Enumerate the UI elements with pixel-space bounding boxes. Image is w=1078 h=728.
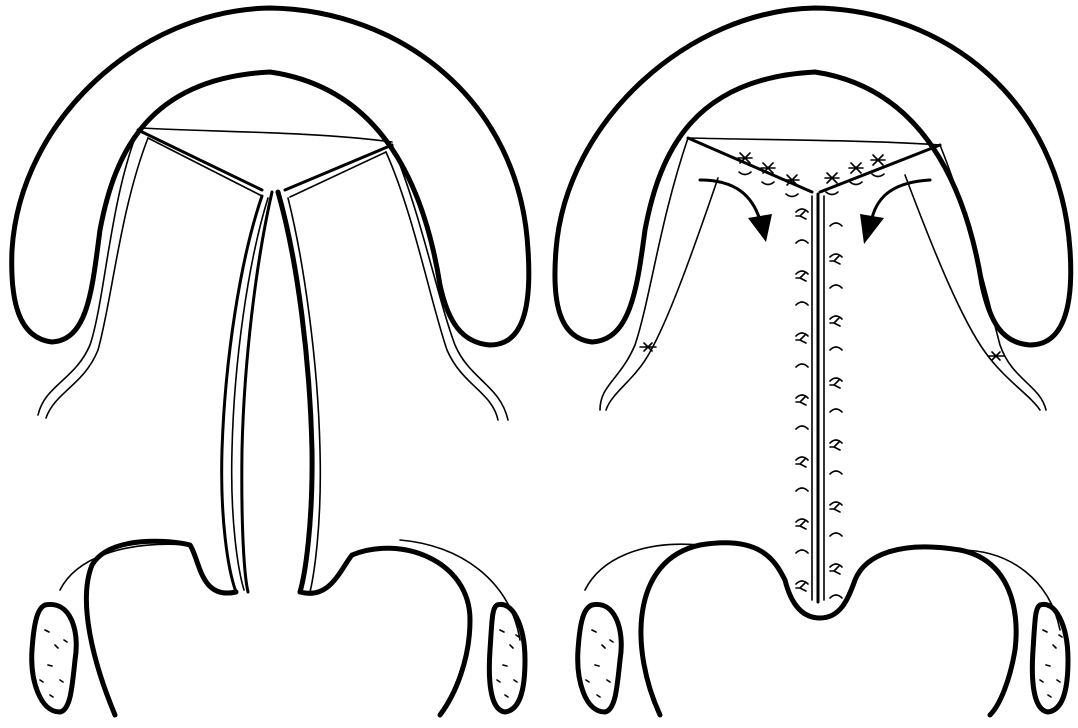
left-bone-speckles bbox=[40, 630, 519, 697]
suture-stitch-left bbox=[796, 240, 808, 243]
suture-stitch-right bbox=[830, 285, 842, 288]
suture-stitch-left bbox=[796, 519, 808, 522]
left-outer-arch bbox=[12, 8, 529, 345]
left-side-strand-a bbox=[38, 130, 138, 415]
right-outer-arch bbox=[555, 8, 1071, 345]
right-left-side-strand-b bbox=[606, 178, 718, 410]
suture-stitch-right bbox=[830, 378, 842, 381]
suture-stitch-right bbox=[830, 223, 842, 226]
roof-suture-arc bbox=[786, 194, 798, 197]
suture-stitch-left bbox=[796, 209, 808, 212]
suture-stitch-right bbox=[830, 347, 842, 350]
left-flap-left-edge bbox=[138, 130, 262, 190]
suture-stitch-right bbox=[830, 533, 842, 536]
left-flap-left-edge-inner bbox=[148, 138, 262, 196]
suture-stitch-left bbox=[796, 581, 808, 584]
left-flap-top bbox=[140, 128, 392, 142]
right-bone-speckles bbox=[586, 630, 1062, 697]
right-left-side-strand-a bbox=[600, 138, 688, 410]
left-lower-right-lobe bbox=[300, 548, 470, 715]
suture-knot bbox=[830, 380, 840, 388]
suture-stitch-left bbox=[796, 488, 808, 491]
left-bone-left bbox=[32, 604, 77, 712]
suture-stitch-right bbox=[830, 564, 842, 567]
right-lower-shape bbox=[641, 543, 1016, 715]
suture-knot bbox=[830, 504, 840, 512]
left-lower-left-lobe bbox=[86, 541, 236, 715]
left-lower-left-outer bbox=[60, 544, 190, 590]
suture-stitch-right bbox=[830, 595, 842, 598]
left-central-flap-right bbox=[278, 192, 312, 592]
suture-stitch-left bbox=[796, 333, 808, 336]
suture-stitch-right bbox=[830, 471, 842, 474]
roof-suture-arc bbox=[826, 192, 838, 195]
suture-knot bbox=[830, 256, 840, 264]
roof-suture-stitch bbox=[871, 155, 885, 165]
suture-knot bbox=[830, 318, 840, 326]
suture-stitch-left bbox=[796, 550, 808, 553]
suture-stitch-left bbox=[796, 457, 808, 460]
left-central-flap-left-inner bbox=[232, 198, 268, 590]
suture-stitch-right bbox=[830, 316, 842, 319]
suture-knot bbox=[796, 211, 806, 219]
suture-stitch-right bbox=[830, 440, 842, 443]
right-side-strand-a bbox=[392, 145, 508, 420]
suture-knot bbox=[796, 521, 806, 529]
right-panel bbox=[555, 8, 1071, 715]
right-flap-right-edge bbox=[820, 145, 940, 192]
roof-suture-arc bbox=[872, 174, 884, 177]
left-flap-right-edge-inner bbox=[290, 152, 386, 197]
suture-stitch-left bbox=[796, 302, 808, 305]
suture-stitch-left bbox=[796, 364, 808, 367]
suture-stitch-left bbox=[796, 271, 808, 274]
roof-suture-arc bbox=[850, 182, 862, 185]
suture-knot bbox=[796, 583, 806, 591]
suture-knot bbox=[796, 459, 806, 467]
suture-stitch-right bbox=[830, 254, 842, 257]
left-panel bbox=[12, 8, 529, 715]
roof-suture-stitch bbox=[825, 173, 839, 183]
suture-stitch-left bbox=[796, 426, 808, 429]
roof-suture-arc bbox=[739, 172, 751, 175]
left-flap-right-edge bbox=[285, 145, 392, 190]
suture-stitch-left bbox=[796, 395, 808, 398]
suture-stitch-right bbox=[830, 409, 842, 412]
suture-knot bbox=[830, 442, 840, 450]
suture-stitch-right bbox=[830, 502, 842, 505]
suture-knot bbox=[796, 397, 806, 405]
roof-suture-stitch bbox=[849, 163, 863, 173]
left-side-strand-b bbox=[46, 138, 148, 418]
suture-knot bbox=[830, 566, 840, 574]
roof-suture-arc bbox=[762, 182, 774, 185]
right-flap-top bbox=[688, 138, 940, 145]
suture-knot bbox=[796, 335, 806, 343]
right-flap-left-edge bbox=[688, 138, 812, 192]
left-curved-arrow bbox=[700, 180, 772, 242]
suture-knot bbox=[796, 273, 806, 281]
